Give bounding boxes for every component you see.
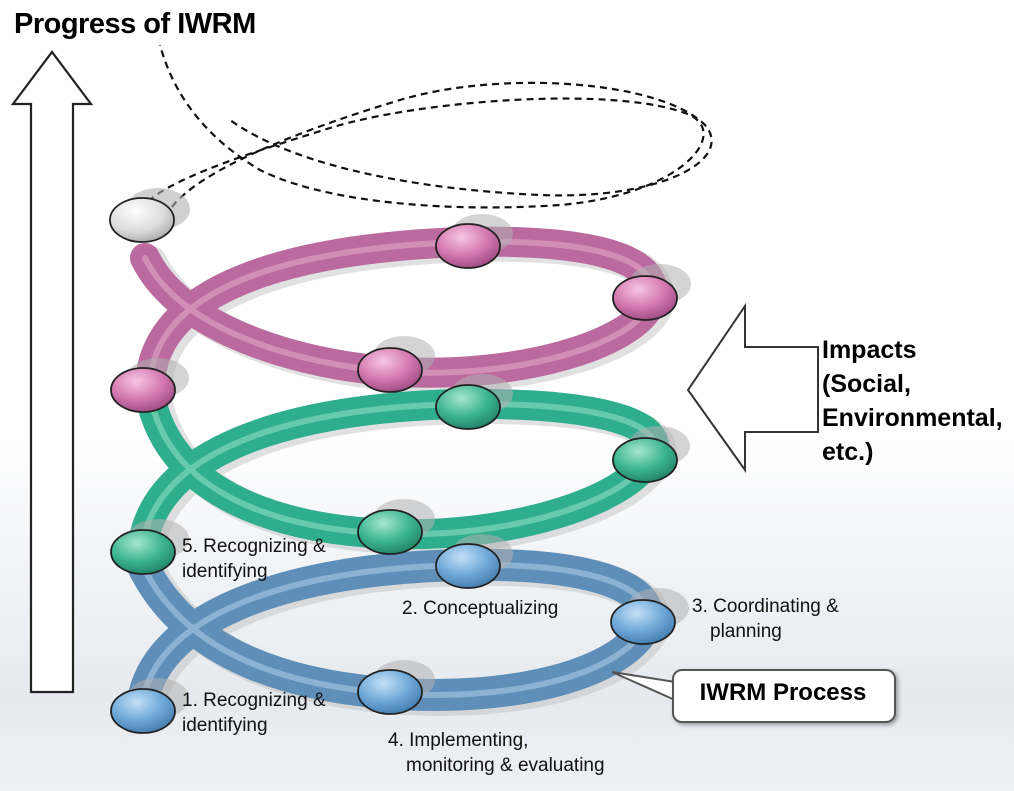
step-5-line-1: 5. Recognizing &	[182, 536, 326, 557]
progress-arrow	[10, 50, 94, 694]
node-pink-4	[357, 347, 423, 393]
impacts-line-2: (Social,	[822, 370, 911, 398]
node-green-3	[612, 437, 678, 483]
step-5-label: 5. Recognizing & identifying	[182, 534, 326, 584]
node-green-4	[357, 509, 423, 555]
step-5-line-2: identifying	[182, 561, 268, 582]
impacts-line-4: etc.)	[822, 438, 874, 466]
node-blue-1	[110, 688, 176, 734]
node-green-1	[110, 529, 176, 575]
node-blue-3	[610, 599, 676, 645]
future-loops	[139, 44, 713, 211]
iwrm-process-label: IWRM Process	[699, 679, 867, 706]
impacts-line-3: Environmental,	[822, 404, 1003, 432]
node-pink-3	[612, 275, 678, 321]
impacts-label: Impacts (Social, Environmental, etc.)	[822, 333, 1012, 469]
step-4-line-1: 4. Implementing,	[388, 730, 529, 751]
impacts-arrow	[686, 302, 819, 474]
diagram-title: Progress of IWRM	[14, 8, 256, 40]
node-pink-2	[435, 223, 501, 269]
step-4-label: 4. Implementing, monitoring & evaluating	[388, 728, 605, 778]
step-2-label: 2. Conceptualizing	[402, 596, 558, 621]
step-1-line-2: identifying	[182, 715, 268, 736]
iwrm-process-box	[672, 669, 896, 723]
node-green-2	[435, 384, 501, 430]
node-pink-1	[110, 367, 176, 413]
step-3-line-2: planning	[710, 621, 782, 642]
step-1-line-1: 1. Recognizing &	[182, 690, 326, 711]
process-callout-pointer	[611, 671, 676, 701]
nodes	[109, 188, 691, 734]
impacts-line-1: Impacts	[822, 336, 917, 364]
node-grey-top	[109, 197, 175, 243]
step-3-line-1: 3. Coordinating &	[692, 596, 839, 617]
node-blue-2	[435, 543, 501, 589]
step-2-line-1: 2. Conceptualizing	[402, 598, 559, 619]
step-1-label: 1. Recognizing & identifying	[182, 688, 326, 738]
node-blue-4	[357, 669, 423, 715]
step-4-line-2: monitoring & evaluating	[406, 755, 605, 776]
step-3-label: 3. Coordinating & planning	[692, 594, 839, 644]
